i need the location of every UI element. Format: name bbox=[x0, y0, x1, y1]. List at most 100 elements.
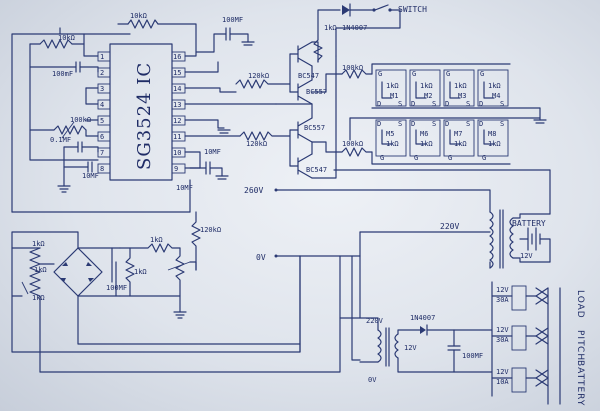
svg-text:1kΩ: 1kΩ bbox=[386, 82, 399, 90]
mosfet-m3: G 1kΩ M3 D S bbox=[443, 69, 475, 108]
label-battery-12v: 12V bbox=[520, 252, 533, 260]
label-charger-220v: 220V bbox=[366, 317, 384, 325]
label-c-left-100mf: 100mF bbox=[52, 70, 73, 78]
label-fb-r1: 1kΩ bbox=[32, 240, 45, 248]
label-battery: BATTERY bbox=[512, 219, 546, 228]
svg-text:M3: M3 bbox=[458, 92, 466, 100]
svg-text:D: D bbox=[411, 120, 415, 128]
ic-pin-5: 5 bbox=[100, 117, 104, 125]
svg-text:12V: 12V bbox=[496, 286, 509, 294]
svg-text:G: G bbox=[446, 70, 450, 78]
label-r-1k-transistor: 1kΩ bbox=[324, 24, 337, 32]
label-relay-battery: BATTERY bbox=[575, 360, 585, 406]
svg-text:D: D bbox=[445, 120, 449, 128]
ic-pin-1: 1 bbox=[100, 53, 104, 61]
mosfet-m4: G 1kΩ M4 D S bbox=[477, 69, 509, 108]
svg-text:S: S bbox=[398, 120, 402, 128]
label-switch: SWITCH bbox=[398, 5, 427, 14]
ic-pin-10: 10 bbox=[173, 149, 181, 157]
ic-pin-7: 7 bbox=[100, 149, 104, 157]
timing-network: 10kΩ 10kΩ 100mF 100kΩ 0.1MF bbox=[29, 12, 255, 193]
ic-pin-8: 8 bbox=[100, 165, 104, 173]
label-220v: 220V bbox=[440, 222, 459, 231]
ic-pin-4: 4 bbox=[100, 101, 104, 109]
ic-pin-16: 16 bbox=[173, 53, 181, 61]
svg-text:S: S bbox=[500, 120, 504, 128]
charger-section: 220V 0V 12V 1N4007 100MF bbox=[359, 281, 493, 397]
svg-text:S: S bbox=[432, 100, 436, 108]
svg-text:S: S bbox=[466, 100, 470, 108]
transistor-bc547-top: BC547 bbox=[289, 41, 319, 80]
svg-text:12V: 12V bbox=[496, 326, 509, 334]
label-r-100k-lower: 100kΩ bbox=[342, 140, 363, 148]
svg-text:G: G bbox=[480, 70, 484, 78]
label-fb-c100mf: 100MF bbox=[106, 284, 127, 292]
relay-pitch: 12V 30A PITCH bbox=[491, 325, 585, 361]
svg-text:1kΩ: 1kΩ bbox=[454, 82, 467, 90]
svg-text:S: S bbox=[500, 100, 504, 108]
svg-text:M7: M7 bbox=[454, 130, 462, 138]
ic-pin-12: 12 bbox=[173, 117, 181, 125]
svg-text:G: G bbox=[378, 70, 382, 78]
relay-load: 12V 30A LOAD bbox=[491, 285, 585, 319]
svg-text:S: S bbox=[466, 120, 470, 128]
svg-text:G: G bbox=[448, 154, 452, 162]
label-charger-0v: 0V bbox=[368, 376, 377, 384]
svg-text:D: D bbox=[411, 100, 415, 108]
ic-pin-6: 6 bbox=[100, 133, 104, 141]
label-c-10mf-bottom: 10MF bbox=[176, 184, 193, 192]
label-r-top-left-10k: 10kΩ bbox=[58, 34, 75, 42]
label-c-10mf-left: 10MF bbox=[82, 172, 99, 180]
ic-pin-3: 3 bbox=[100, 85, 104, 93]
svg-text:M5: M5 bbox=[386, 130, 394, 138]
ic-sg3524: SG3524 IC 1 2 3 4 5 6 7 8 bbox=[97, 43, 186, 181]
relay-bank: 12V 30A LOAD 12V 30A PITCH 12V 10A bbox=[491, 285, 585, 406]
svg-text:M8: M8 bbox=[488, 130, 496, 138]
svg-text:30A: 30A bbox=[496, 336, 509, 344]
svg-text:D: D bbox=[479, 120, 483, 128]
svg-text:G: G bbox=[414, 154, 418, 162]
svg-text:1kΩ: 1kΩ bbox=[488, 82, 501, 90]
label-r-120k-1: 120kΩ bbox=[248, 72, 269, 80]
ic-right-wiring: 10MF 10MF 120kΩ 120kΩ 120kΩ bbox=[176, 61, 291, 271]
label-charger-diode: 1N4007 bbox=[410, 314, 435, 322]
svg-text:10A: 10A bbox=[496, 378, 509, 386]
ic-pin-13: 13 bbox=[173, 101, 181, 109]
label-c-0-1mf: 0.1MF bbox=[50, 136, 71, 144]
ic-pin-14: 14 bbox=[173, 85, 181, 93]
svg-text:S: S bbox=[398, 100, 402, 108]
ic-pin-15: 15 bbox=[173, 69, 181, 77]
transistor-bc557-bottom: BC557 bbox=[289, 103, 325, 143]
driver-transistors: BC547 BC557 BC557 bbox=[275, 41, 373, 179]
mosfet-m8: D S M8 1kΩ G bbox=[477, 119, 509, 162]
mosfet-bank-lower: D S M5 1kΩ G D S M6 1kΩ G D S M7 1kΩ G bbox=[349, 117, 541, 165]
label-r-left-100k: 100kΩ bbox=[70, 116, 91, 124]
label-bc547-bottom: BC547 bbox=[306, 166, 327, 174]
label-bc547-top: BC547 bbox=[298, 72, 319, 80]
mosfet-m2: G 1kΩ M2 D S bbox=[409, 69, 441, 108]
label-fb-r2: 1kΩ bbox=[34, 266, 47, 274]
label-c-top-100mf: 100MF bbox=[222, 16, 243, 24]
relay-battery: 12V 10A BATTERY bbox=[491, 360, 585, 406]
mosfet-m5: D S M5 1kΩ G bbox=[375, 119, 407, 162]
svg-text:D: D bbox=[377, 120, 381, 128]
feedback-bridge: 1kΩ 1kΩ 1kΩ 100MF 1kΩ 1kΩ bbox=[11, 231, 301, 373]
svg-text:1kΩ: 1kΩ bbox=[420, 82, 433, 90]
svg-text:M1: M1 bbox=[390, 92, 398, 100]
label-relay-load: LOAD bbox=[575, 290, 585, 319]
mosfet-m7: D S M7 1kΩ G bbox=[443, 119, 475, 162]
label-relay-pitch: PITCH bbox=[575, 330, 585, 361]
svg-text:G: G bbox=[412, 70, 416, 78]
svg-text:D: D bbox=[377, 100, 381, 108]
svg-text:S: S bbox=[432, 120, 436, 128]
svg-text:G: G bbox=[380, 154, 384, 162]
svg-text:G: G bbox=[482, 154, 486, 162]
mosfet-m1: G 1kΩ M1 D S bbox=[375, 69, 407, 108]
label-charger-12v: 12V bbox=[404, 344, 417, 352]
ic-pin-9: 9 bbox=[174, 165, 178, 173]
svg-text:30A: 30A bbox=[496, 296, 509, 304]
label-0v: 0V bbox=[256, 253, 266, 262]
transistor-bc547-bottom: BC547 bbox=[289, 129, 337, 179]
